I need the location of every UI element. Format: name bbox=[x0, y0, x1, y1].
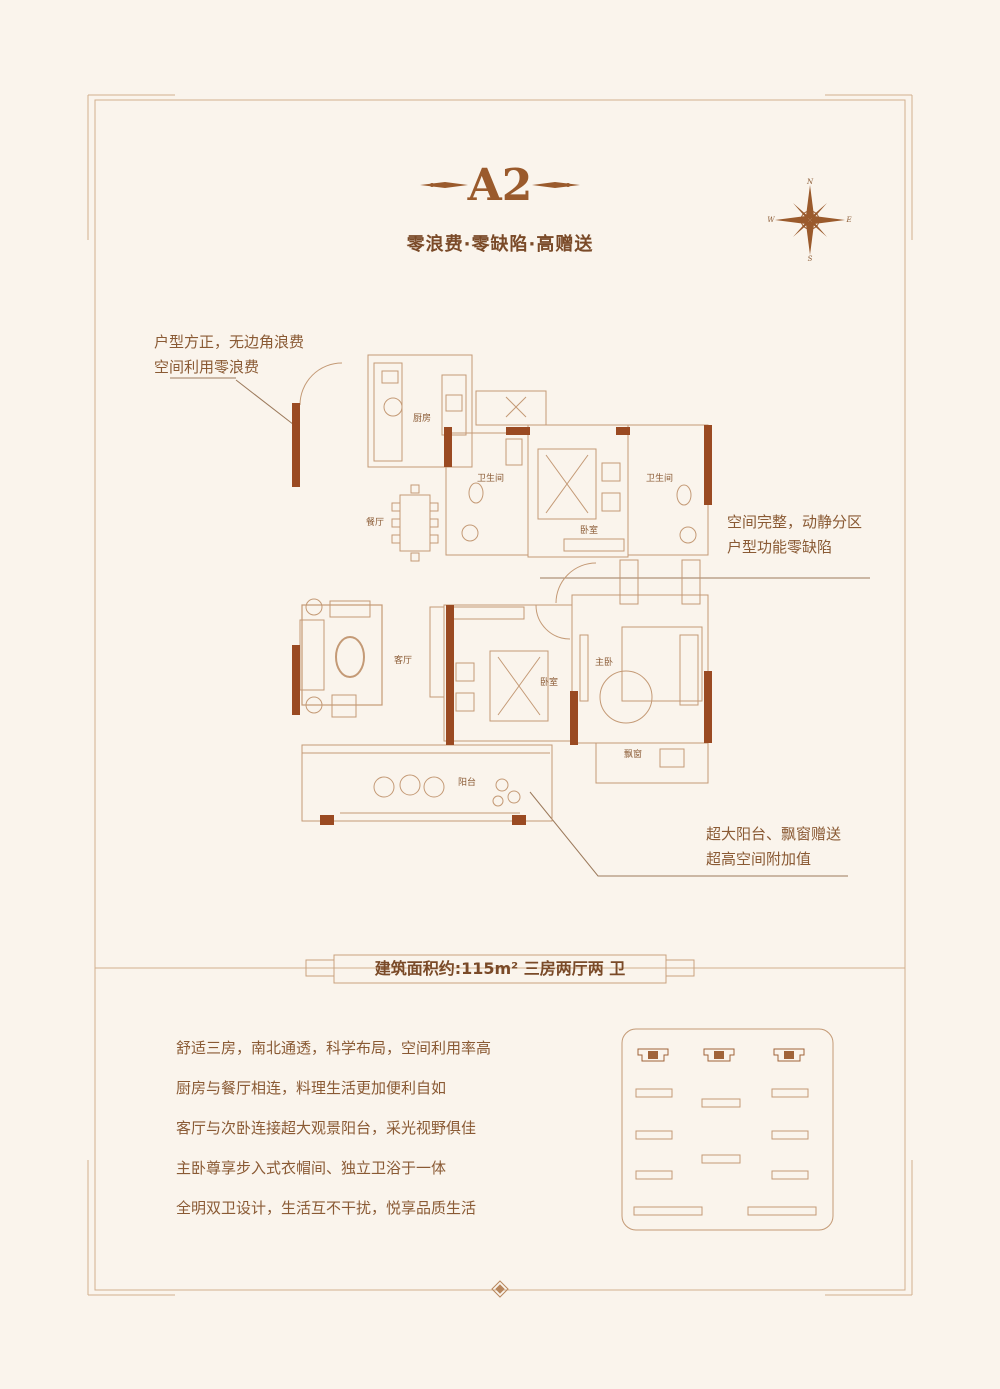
compass-n: N bbox=[806, 178, 814, 186]
note-bottom-right-line1: 超大阳台、飘窗赠送 bbox=[706, 825, 842, 843]
compass-s: S bbox=[808, 255, 813, 263]
compass-w: W bbox=[767, 216, 775, 224]
feature-item: 舒适三房，南北通透，科学布局，空间利用率高 bbox=[176, 1039, 492, 1057]
note-right: 空间完整，动静分区 户型功能零缺陷 bbox=[727, 510, 862, 560]
feature-list: 舒适三房，南北通透，科学布局，空间利用率高 厨房与餐厅相连，料理生活更加便利自如… bbox=[176, 1037, 491, 1237]
note-top-left-line1: 户型方正，无边角浪费 bbox=[154, 333, 305, 351]
compass-icon: N E S W bbox=[767, 178, 851, 263]
room-balcony: 阳台 bbox=[458, 776, 476, 788]
note-top-left: 户型方正，无边角浪费 空间利用零浪费 bbox=[154, 330, 304, 380]
site-map bbox=[621, 1028, 834, 1231]
room-bath-1: 卫生间 bbox=[477, 472, 504, 484]
room-master: 主卧 bbox=[595, 656, 613, 668]
ornament-diamond bbox=[491, 1280, 509, 1298]
room-bay-window: 飘窗 bbox=[624, 748, 642, 760]
note-right-line2: 户型功能零缺陷 bbox=[727, 538, 833, 556]
feature-item: 主卧尊享步入式衣帽间、独立卫浴于一体 bbox=[176, 1159, 447, 1177]
title-ornament-right bbox=[532, 182, 580, 188]
note-bottom-right: 超大阳台、飘窗赠送 超高空间附加值 bbox=[706, 822, 841, 872]
room-dining: 餐厅 bbox=[366, 516, 384, 528]
feature-item: 厨房与餐厅相连，料理生活更加便利自如 bbox=[176, 1079, 447, 1097]
room-bedroom-south: 卧室 bbox=[540, 676, 558, 688]
compass-e: E bbox=[845, 216, 851, 224]
title-ornament-left bbox=[420, 182, 468, 188]
plan-subtitle: 零浪费·零缺陷·高赠送 bbox=[406, 234, 594, 255]
note-top-left-line2: 空间利用零浪费 bbox=[154, 358, 260, 376]
feature-item: 客厅与次卧连接超大观景阳台，采光视野俱佳 bbox=[176, 1119, 477, 1137]
feature-item: 全明双卫设计，生活互不干扰，悦享品质生活 bbox=[176, 1199, 477, 1217]
note-right-line1: 空间完整，动静分区 bbox=[727, 513, 863, 531]
highlighted-buildings bbox=[637, 1048, 805, 1062]
room-bedroom-north: 卧室 bbox=[580, 524, 598, 536]
note-bottom-right-line2: 超高空间附加值 bbox=[706, 850, 812, 868]
room-bath-2: 卫生间 bbox=[646, 472, 673, 484]
room-kitchen: 厨房 bbox=[413, 412, 431, 424]
plan-title: A2 bbox=[467, 160, 533, 211]
floor-plan: 厨房 卫生间 卫生间 卧室 餐厅 客厅 卧室 主卧 飘窗 阳台 bbox=[292, 354, 712, 825]
room-living: 客厅 bbox=[394, 654, 412, 666]
area-summary: 建筑面积约:115m² 三房两厅两 卫 bbox=[374, 959, 626, 978]
